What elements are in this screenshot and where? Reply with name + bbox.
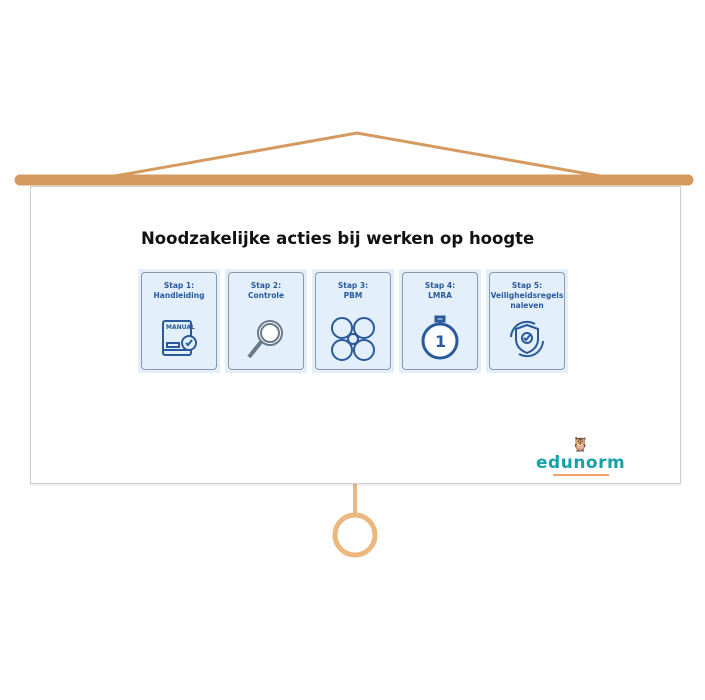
step-card-4: Stap 4: LMRA 1	[399, 269, 481, 373]
ppe-icon	[331, 317, 375, 361]
logo-tagline	[552, 474, 609, 476]
svg-text:1: 1	[435, 332, 446, 351]
shield-check-icon	[510, 320, 544, 358]
logo-norm: norm	[573, 453, 626, 473]
step-label: Stap 2: Controle	[247, 281, 285, 300]
step-label: Stap 1: Handleiding	[153, 281, 205, 300]
step-card-1: Stap 1: Handleiding MANUAL	[138, 269, 220, 373]
projector-screen: Noodzakelijke acties bij werken op hoogt…	[30, 186, 681, 484]
slide-title: Noodzakelijke acties bij werken op hoogt…	[141, 229, 535, 248]
stopwatch-icon: 1	[421, 315, 459, 360]
step-card-3: Stap 3: PBM	[312, 269, 394, 373]
logo-edu: edu	[536, 453, 574, 473]
pull-ring[interactable]	[332, 512, 378, 558]
svg-text:MANUAL: MANUAL	[166, 324, 195, 331]
manual-book-icon: MANUAL	[162, 320, 197, 356]
step-label: Stap 4: LMRA	[424, 281, 456, 300]
owl-mascot-icon: 🦉	[571, 437, 590, 453]
hanging-cord	[114, 131, 601, 178]
step-card-2: Stap 2: Controle	[225, 269, 307, 373]
edunorm-logo: 🦉 edunorm	[536, 437, 625, 477]
steps-row: Stap 1: Handleiding MANUAL Stap 2: Contr…	[138, 269, 568, 373]
step-card-5: Stap 5: Veiligheidsregels naleven	[486, 269, 568, 373]
step-label: Stap 5: Veiligheidsregels naleven	[490, 281, 564, 310]
magnifier-icon	[247, 320, 283, 359]
step-label: Stap 3: PBM	[337, 281, 369, 300]
